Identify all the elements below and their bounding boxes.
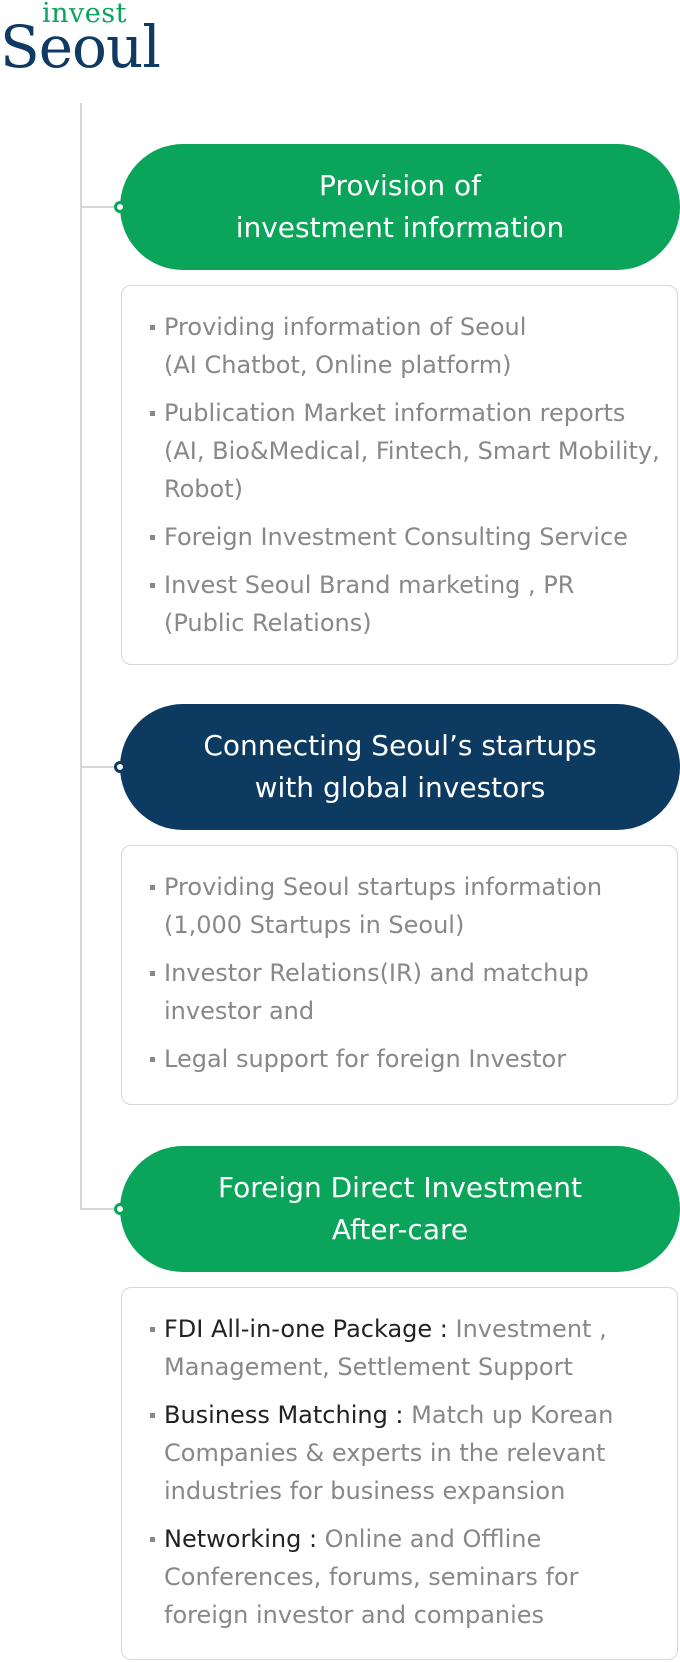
list-item: FDI All-in-one Package : Investment , Ma… — [150, 1310, 657, 1386]
section-3-title-line-1: Foreign Direct Investment — [218, 1171, 582, 1204]
timeline-dot-1 — [114, 201, 126, 213]
list-item: Networking : Online and Offline Conferen… — [150, 1520, 657, 1634]
square-bullet-icon — [150, 1413, 155, 1418]
square-bullet-icon — [150, 1537, 155, 1542]
section-1-title-line-1: Provision of — [319, 169, 481, 202]
timeline-line — [80, 103, 82, 1208]
section-2-list: Providing Seoul startups information (1,… — [150, 868, 657, 1078]
square-bullet-icon — [150, 535, 155, 540]
section-2-title-line-2: with global investors — [254, 771, 546, 804]
list-item: Legal support for foreign Investor — [150, 1040, 657, 1078]
section-2-title-line-1: Connecting Seoul’s startups — [203, 729, 597, 762]
square-bullet-icon — [150, 971, 155, 976]
section-1-title-pill: Provision of investment information — [120, 144, 680, 270]
list-item: Invest Seoul Brand marketing , PR (Publi… — [150, 566, 657, 642]
square-bullet-icon — [150, 411, 155, 416]
square-bullet-icon — [150, 885, 155, 890]
list-item: Investor Relations(IR) and matchup inves… — [150, 954, 657, 1030]
square-bullet-icon — [150, 583, 155, 588]
list-item: Publication Market information reports (… — [150, 394, 660, 508]
timeline-dot-3 — [114, 1203, 126, 1215]
item-heading: Networking : — [164, 1525, 318, 1553]
section-3-title-line-2: After-care — [331, 1213, 469, 1246]
section-2-details-box: Providing Seoul startups information (1,… — [121, 845, 678, 1105]
square-bullet-icon — [150, 325, 155, 330]
timeline-connector-2 — [80, 766, 122, 768]
section-1-details-box: Providing information of Seoul (AI Chatb… — [121, 285, 678, 665]
timeline-connector-1 — [80, 206, 122, 208]
logo-invest-text: invest — [42, 0, 127, 29]
square-bullet-icon — [150, 1327, 155, 1332]
section-3-details-box: FDI All-in-one Package : Investment , Ma… — [121, 1287, 678, 1660]
section-1-list: Providing information of Seoul (AI Chatb… — [150, 308, 660, 642]
list-item: Providing information of Seoul (AI Chatb… — [150, 308, 657, 384]
section-3-title-pill: Foreign Direct Investment After-care — [120, 1146, 680, 1272]
timeline-connector-3 — [80, 1208, 122, 1210]
list-item: Foreign Investment Consulting Service — [150, 518, 657, 556]
section-1-title-line-2: investment information — [235, 211, 565, 244]
logo-seoul-text: Seoul — [0, 13, 161, 81]
section-3-list: FDI All-in-one Package : Investment , Ma… — [150, 1310, 657, 1634]
invest-seoul-logo[interactable]: invest Seoul — [0, 0, 170, 80]
item-heading: Business Matching : — [164, 1401, 404, 1429]
square-bullet-icon — [150, 1057, 155, 1062]
list-item: Business Matching : Match up Korean Comp… — [150, 1396, 657, 1510]
item-heading: FDI All-in-one Package : — [164, 1315, 448, 1343]
timeline-dot-2 — [114, 761, 126, 773]
list-item: Providing Seoul startups information (1,… — [150, 868, 657, 944]
section-2-title-pill: Connecting Seoul’s startups with global … — [120, 704, 680, 830]
